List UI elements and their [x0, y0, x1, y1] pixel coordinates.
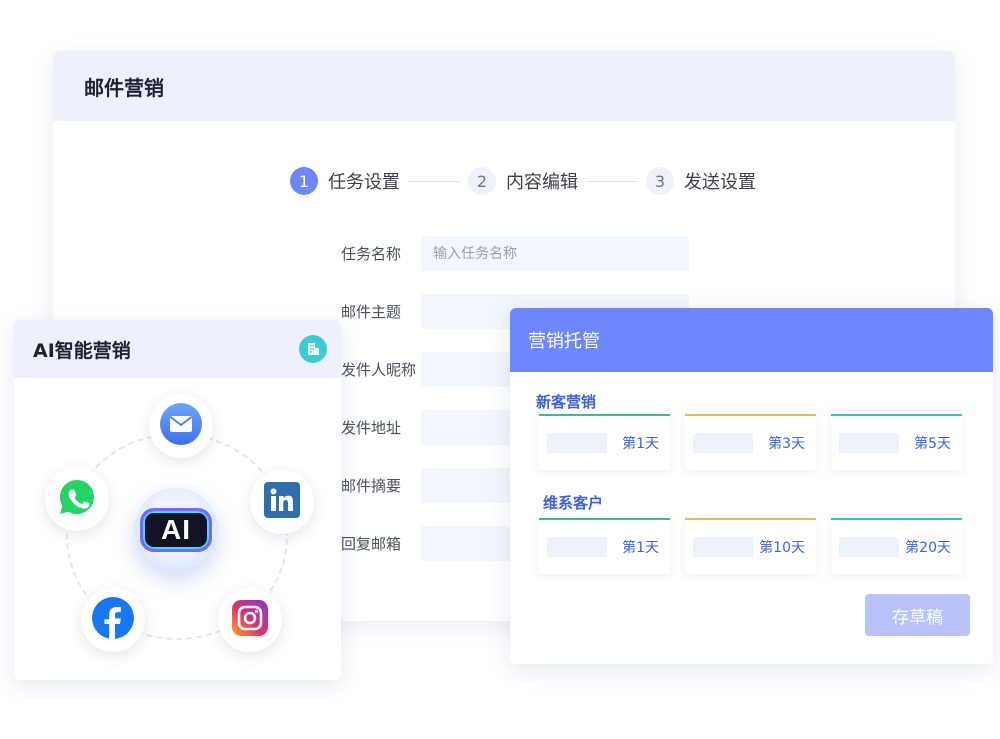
email-channel[interactable] [149, 394, 213, 458]
step-indicator: 1 任务设置 2 内容编辑 3 发送设置 [290, 167, 756, 195]
page-title: 邮件营销 [84, 75, 164, 100]
group-title-new-customers: 新客营销 [536, 393, 597, 411]
form-label: 任务名称 [341, 245, 402, 263]
marketing-hosting-card: 营销托管 新客营销 第1天 第3天 第5天 维系客户 第1天 第10天 第20天 [510, 308, 993, 664]
task-name-input[interactable] [421, 236, 689, 271]
schedule-tile[interactable]: 第3天 [685, 414, 816, 470]
linkedin-channel[interactable] [250, 470, 314, 534]
step-divider [586, 180, 638, 182]
tile-placeholder-bar [693, 537, 753, 557]
form-label: 回复邮箱 [341, 535, 402, 553]
channel-orbit: AI [14, 378, 341, 680]
tile-placeholder-bar [839, 433, 899, 453]
tile-day-label: 第5天 [914, 436, 951, 452]
tile-day-label: 第1天 [622, 540, 659, 556]
ai-marketing-header: AI智能营销 [14, 320, 341, 378]
tile-placeholder-bar [547, 433, 607, 453]
step-content-edit[interactable]: 2 内容编辑 [468, 167, 578, 195]
whatsapp-channel[interactable] [45, 467, 109, 531]
facebook-icon [92, 597, 134, 643]
facebook-channel[interactable] [81, 588, 145, 652]
step-task-settings[interactable]: 1 任务设置 [290, 167, 400, 195]
schedule-tile[interactable]: 第10天 [685, 518, 816, 574]
step-divider [408, 180, 460, 182]
instagram-channel[interactable] [218, 588, 282, 652]
building-icon[interactable] [299, 335, 327, 363]
marketing-hosting-header: 营销托管 [510, 308, 993, 372]
tile-day-label: 第1天 [622, 436, 659, 452]
step-label: 内容编辑 [506, 172, 578, 193]
step-number: 3 [646, 167, 674, 195]
form-row: 任务名称 [341, 236, 689, 271]
tile-placeholder-bar [839, 537, 899, 557]
ai-marketing-title: AI智能营销 [33, 339, 131, 362]
tile-day-label: 第3天 [768, 436, 805, 452]
email-marketing-header: 邮件营销 [53, 51, 955, 121]
tile-day-label: 第20天 [905, 540, 951, 556]
step-number: 1 [290, 167, 318, 195]
schedule-tile[interactable]: 第20天 [831, 518, 962, 574]
tile-placeholder-bar [693, 433, 753, 453]
step-label: 任务设置 [328, 172, 400, 193]
new-customers-schedule: 第1天 第3天 第5天 [539, 414, 962, 470]
schedule-tile[interactable]: 第1天 [539, 414, 670, 470]
ai-logo-text: AI [161, 514, 191, 545]
step-label: 发送设置 [684, 172, 756, 193]
group-title-retain-customers: 维系客户 [543, 494, 604, 512]
schedule-tile[interactable]: 第1天 [539, 518, 670, 574]
ai-core-orb: AI [134, 488, 218, 572]
email-icon [160, 403, 202, 449]
form-label: 发件地址 [341, 419, 402, 437]
whatsapp-icon [58, 478, 96, 520]
schedule-tile[interactable]: 第5天 [831, 414, 962, 470]
form-label: 邮件摘要 [341, 477, 402, 495]
linkedin-icon [264, 482, 300, 522]
save-draft-button[interactable]: 存草稿 [865, 594, 970, 636]
ai-marketing-card: AI智能营销 [14, 320, 341, 680]
marketing-hosting-title: 营销托管 [528, 331, 600, 352]
tile-placeholder-bar [547, 537, 607, 557]
form-label: 发件人昵称 [341, 361, 417, 379]
ai-logo: AI [140, 508, 212, 552]
tile-day-label: 第10天 [759, 540, 805, 556]
instagram-icon [232, 600, 268, 640]
step-number: 2 [468, 167, 496, 195]
retain-customers-schedule: 第1天 第10天 第20天 [539, 518, 962, 574]
step-send-settings[interactable]: 3 发送设置 [646, 167, 756, 195]
form-label: 邮件主题 [341, 303, 402, 321]
